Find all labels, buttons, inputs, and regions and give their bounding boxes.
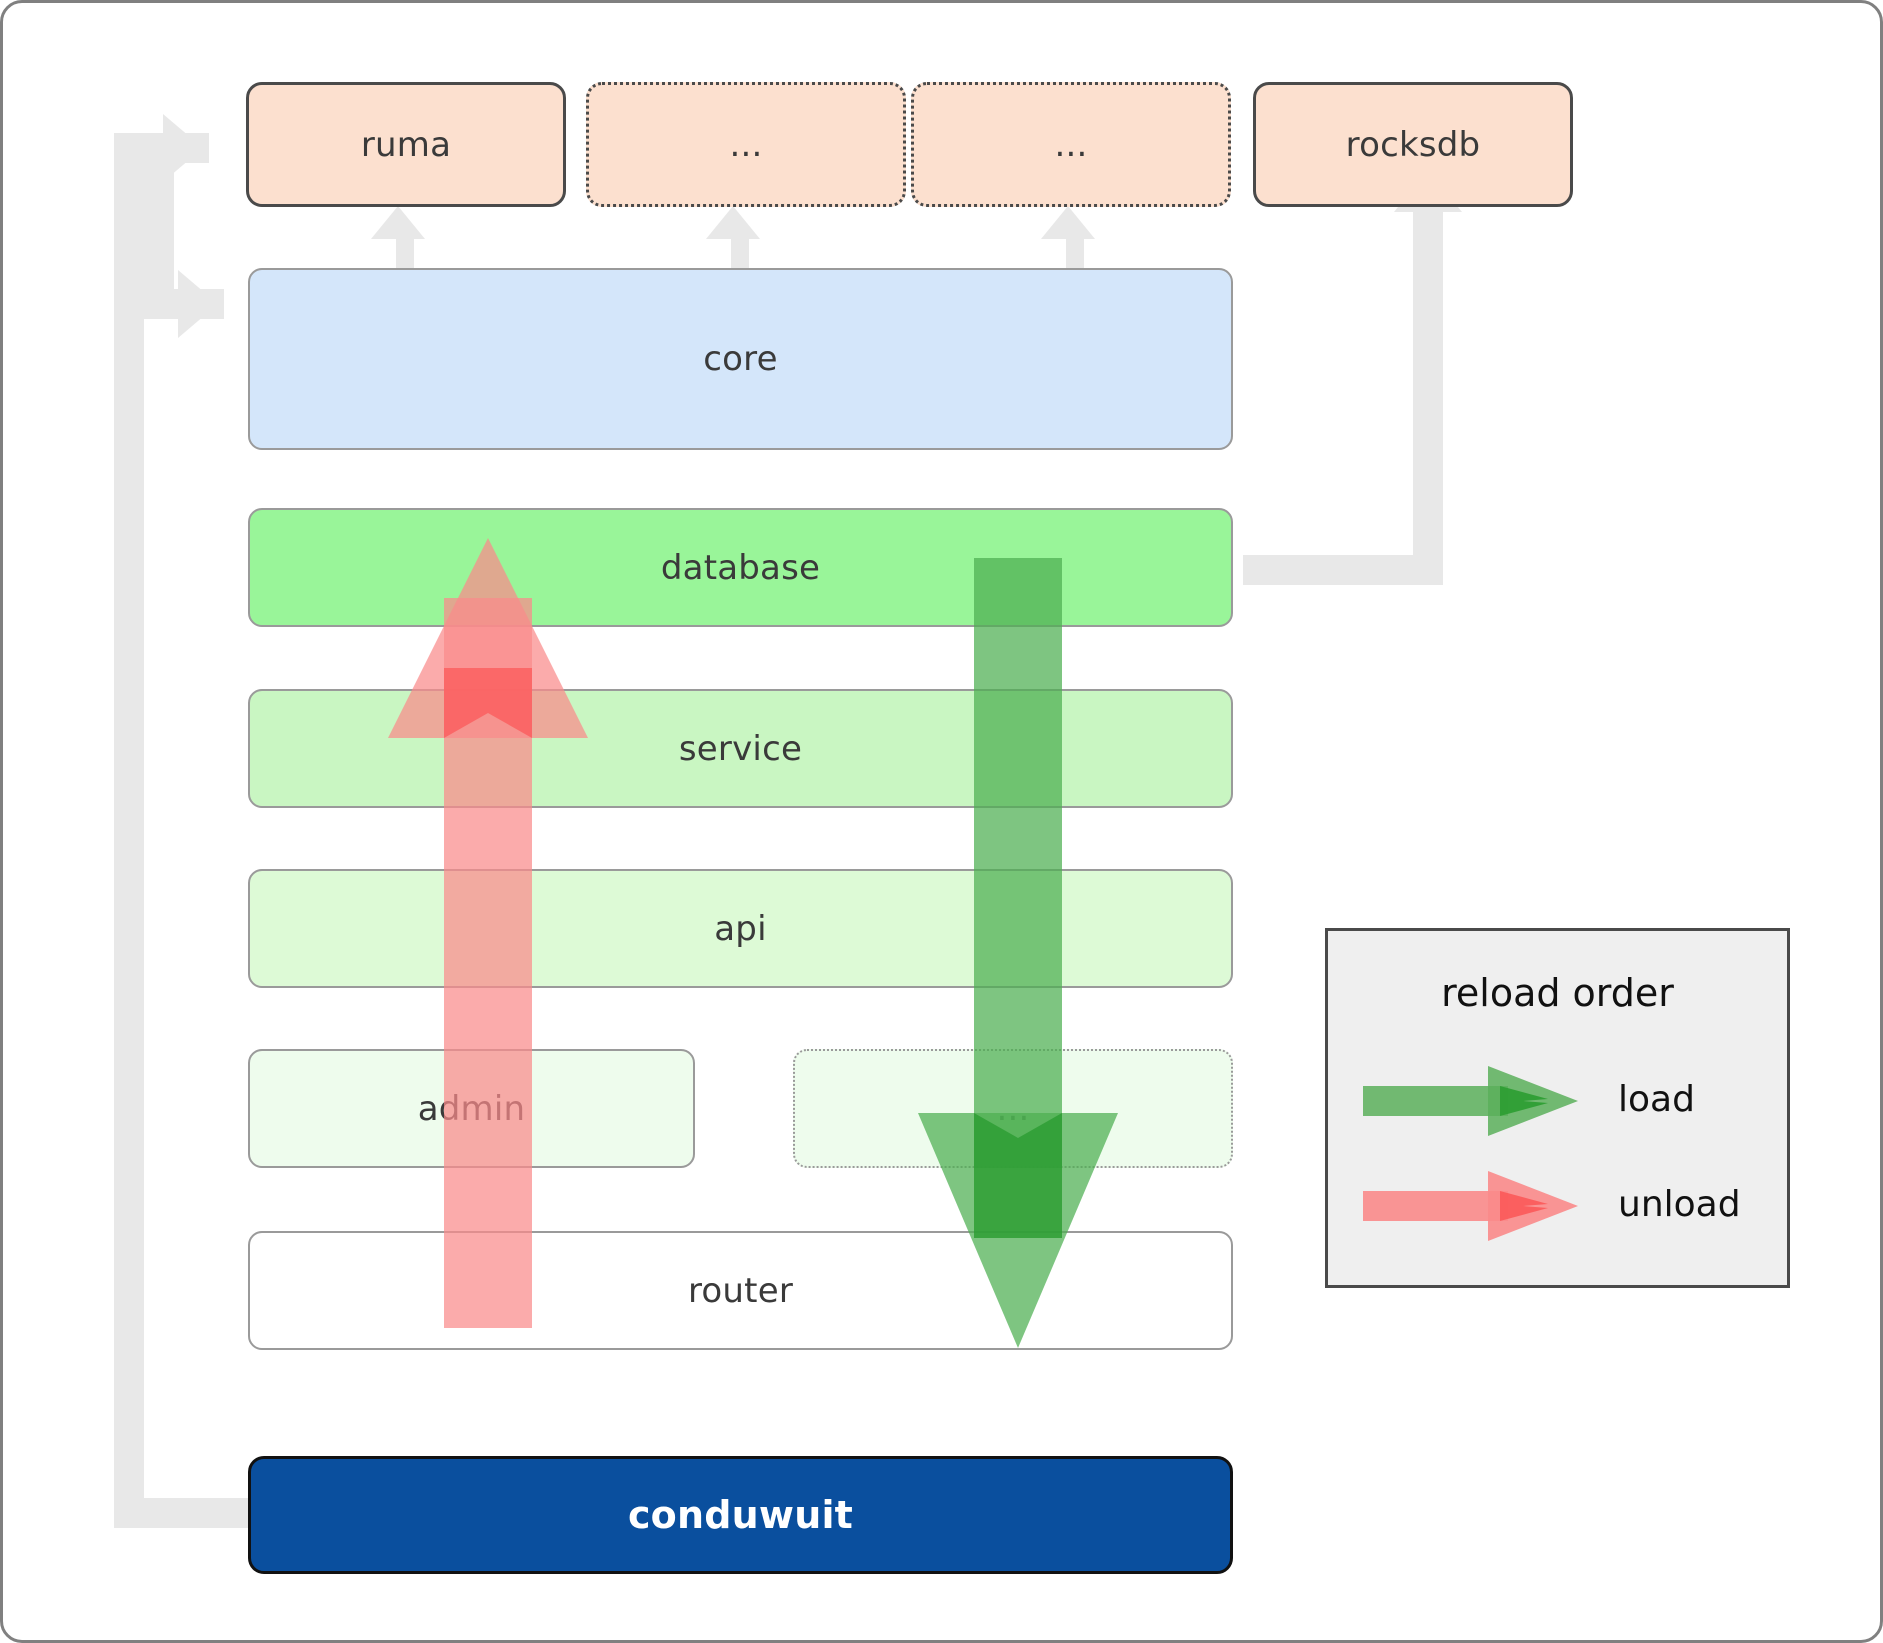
connector-db-to-rocksdb-v bbox=[1413, 208, 1443, 585]
dep-label-1: ... bbox=[729, 124, 763, 165]
legend-unload-head-outer bbox=[1488, 1171, 1578, 1241]
unload-arrow-head-outer bbox=[388, 538, 588, 738]
dep-box-1[interactable]: ... bbox=[586, 82, 906, 207]
legend-load-head-outer bbox=[1488, 1066, 1578, 1136]
legend-row-load bbox=[1363, 1061, 1593, 1141]
dep-label-rocksdb: rocksdb bbox=[1345, 124, 1481, 165]
connector-left-spine bbox=[114, 133, 144, 1528]
legend-panel: reload order load unload bbox=[1325, 928, 1790, 1288]
legend-load-arrow-icon bbox=[1363, 1066, 1578, 1136]
connector-db-to-rocksdb-h bbox=[1243, 555, 1443, 585]
connector-core-to-dep1-arrowhead bbox=[706, 206, 760, 239]
root-box-conduwuit[interactable]: conduwuit bbox=[248, 1456, 1233, 1574]
load-arrow-svg bbox=[918, 558, 1118, 1348]
unload-flow-arrow bbox=[388, 538, 588, 1328]
connector-to-conduwuit-line bbox=[114, 1498, 249, 1528]
root-label-conduwuit: conduwuit bbox=[627, 1493, 854, 1537]
connector-core-to-ruma-arrowhead bbox=[371, 206, 425, 239]
unload-arrow-svg bbox=[388, 538, 588, 1328]
legend-unload-arrow-icon bbox=[1363, 1171, 1578, 1241]
load-flow-arrow bbox=[918, 558, 1118, 1348]
dep-label-2: ... bbox=[1054, 124, 1088, 165]
legend-label-load: load bbox=[1618, 1079, 1695, 1120]
layer-label-service: service bbox=[678, 728, 803, 769]
layer-label-api: api bbox=[714, 908, 767, 949]
core-label: core bbox=[703, 339, 778, 379]
legend-load-head-inner bbox=[1500, 1086, 1548, 1116]
unload-arrow-head-inner bbox=[444, 668, 532, 738]
layer-box-router[interactable]: router bbox=[248, 1231, 1233, 1350]
legend-label-unload: unload bbox=[1618, 1184, 1741, 1225]
load-arrow-head-inner bbox=[974, 1113, 1062, 1238]
dep-box-2[interactable]: ... bbox=[911, 82, 1231, 207]
legend-title: reload order bbox=[1441, 971, 1674, 1015]
core-box[interactable]: core bbox=[248, 268, 1233, 450]
legend-unload-head-inner bbox=[1500, 1191, 1548, 1221]
legend-unload-shaft bbox=[1363, 1191, 1508, 1221]
legend-load-shaft bbox=[1363, 1086, 1508, 1116]
connector-core-to-dep2-arrowhead bbox=[1041, 206, 1095, 239]
layer-box-api[interactable]: api bbox=[248, 869, 1233, 988]
dep-box-ruma[interactable]: ruma bbox=[246, 82, 566, 207]
connector-to-core-arrowhead bbox=[178, 270, 218, 338]
layer-label-database: database bbox=[660, 547, 821, 588]
layer-box-database[interactable]: database bbox=[248, 508, 1233, 627]
legend-row-unload bbox=[1363, 1166, 1593, 1246]
dep-box-rocksdb[interactable]: rocksdb bbox=[1253, 82, 1573, 207]
load-arrow-shaft bbox=[974, 558, 1062, 1168]
layer-label-router: router bbox=[687, 1270, 793, 1311]
dep-label-ruma: ruma bbox=[360, 124, 452, 165]
